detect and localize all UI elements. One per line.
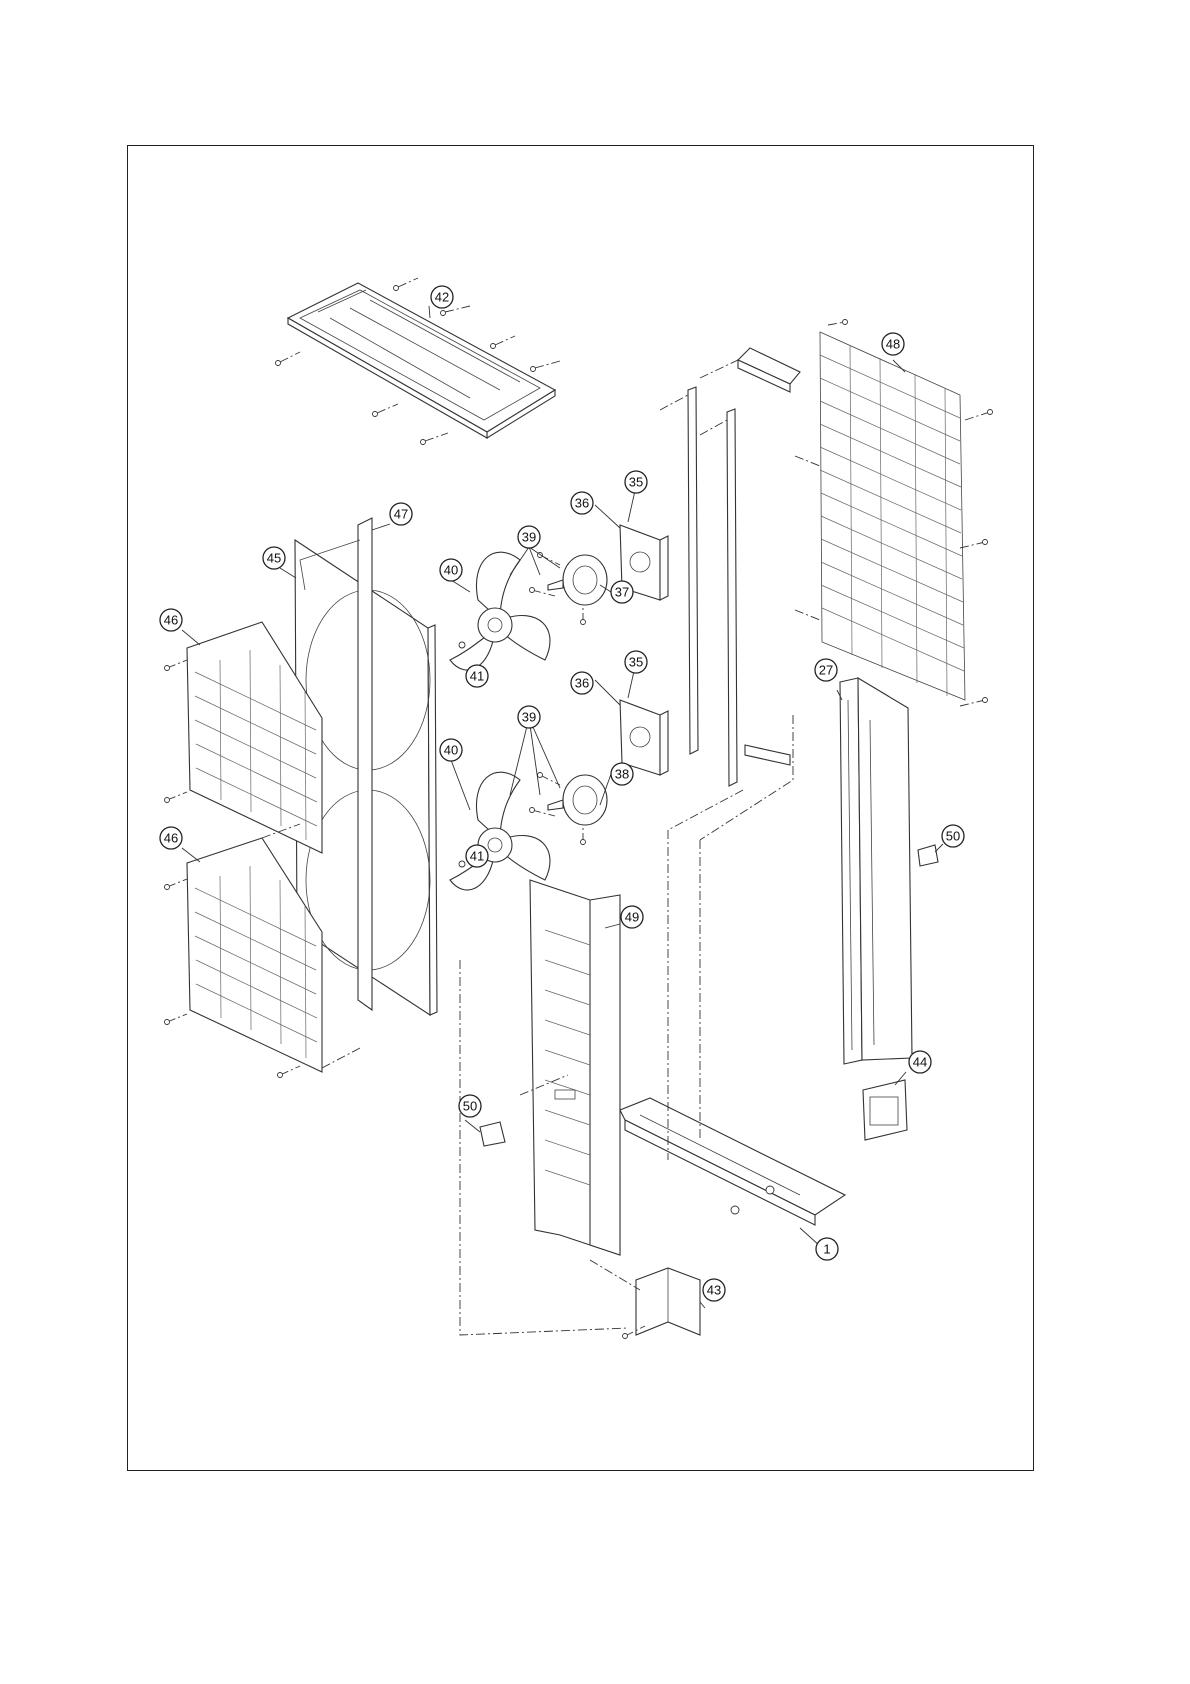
callout-36-upper: 36 bbox=[571, 492, 593, 514]
callout-47: 47 bbox=[390, 503, 412, 525]
svg-text:36: 36 bbox=[575, 496, 589, 511]
svg-text:48: 48 bbox=[886, 337, 900, 352]
fan-motor-upper bbox=[548, 555, 607, 605]
svg-text:35: 35 bbox=[629, 475, 643, 490]
svg-text:50: 50 bbox=[946, 829, 960, 844]
callout-44: 44 bbox=[909, 1051, 931, 1073]
assembly-lines bbox=[460, 715, 793, 1335]
plug-left bbox=[480, 1122, 505, 1146]
svg-text:40: 40 bbox=[444, 743, 458, 758]
top-bracket bbox=[738, 348, 800, 392]
callout-1: 1 bbox=[816, 1238, 838, 1260]
svg-text:44: 44 bbox=[913, 1055, 927, 1070]
svg-text:47: 47 bbox=[394, 507, 408, 522]
callout-39-upper: 39 bbox=[518, 526, 540, 548]
callout-41-upper: 41 bbox=[466, 665, 488, 687]
callout-45: 45 bbox=[263, 547, 285, 569]
svg-text:46: 46 bbox=[164, 831, 178, 846]
fan-motor-lower bbox=[548, 775, 607, 825]
callout-43: 43 bbox=[703, 1279, 725, 1301]
callout-35-lower: 35 bbox=[625, 651, 647, 673]
terminal-cover bbox=[863, 1080, 907, 1140]
svg-text:43: 43 bbox=[707, 1283, 721, 1298]
svg-text:45: 45 bbox=[267, 551, 281, 566]
callout-39-lower: 39 bbox=[518, 706, 540, 728]
top-panel bbox=[288, 283, 555, 438]
callout-41-lower: 41 bbox=[466, 845, 488, 867]
svg-text:37: 37 bbox=[615, 585, 629, 600]
svg-text:49: 49 bbox=[625, 910, 639, 925]
base-pan bbox=[620, 1098, 845, 1225]
svg-text:39: 39 bbox=[522, 530, 536, 545]
svg-text:38: 38 bbox=[615, 767, 629, 782]
callout-50-right: 50 bbox=[942, 825, 964, 847]
callout-27: 27 bbox=[815, 659, 837, 681]
callout-48: 48 bbox=[882, 333, 904, 355]
vertical-rails bbox=[660, 360, 738, 786]
plug-right bbox=[918, 845, 938, 866]
fan-blade-lower bbox=[450, 772, 550, 890]
base-pan-bracket bbox=[745, 745, 790, 765]
callout-46-lower: 46 bbox=[160, 827, 182, 849]
svg-text:50: 50 bbox=[463, 1099, 477, 1114]
svg-text:27: 27 bbox=[819, 663, 833, 678]
svg-text:41: 41 bbox=[470, 849, 484, 864]
callout-40-lower: 40 bbox=[440, 739, 462, 761]
callout-46-upper: 46 bbox=[160, 609, 182, 631]
rear-wire-guard bbox=[820, 332, 965, 700]
callout-40-upper: 40 bbox=[440, 559, 462, 581]
svg-text:41: 41 bbox=[470, 669, 484, 684]
callout-37: 37 bbox=[611, 581, 633, 603]
fan-blade-upper bbox=[450, 552, 550, 670]
svg-text:40: 40 bbox=[444, 563, 458, 578]
svg-text:36: 36 bbox=[575, 676, 589, 691]
callout-35-upper: 35 bbox=[625, 471, 647, 493]
callout-36-lower: 36 bbox=[571, 672, 593, 694]
callout-42: 42 bbox=[431, 286, 453, 308]
svg-text:42: 42 bbox=[435, 290, 449, 305]
corner-cover bbox=[636, 1268, 700, 1335]
callout-49: 49 bbox=[621, 906, 643, 928]
callout-50-left: 50 bbox=[459, 1095, 481, 1117]
rear-guard-screws bbox=[795, 320, 993, 707]
svg-text:39: 39 bbox=[522, 710, 536, 725]
svg-text:35: 35 bbox=[629, 655, 643, 670]
svg-text:1: 1 bbox=[823, 1242, 830, 1257]
callout-38: 38 bbox=[611, 763, 633, 785]
front-side-panel bbox=[530, 880, 620, 1255]
svg-text:46: 46 bbox=[164, 613, 178, 628]
side-panel-right bbox=[840, 678, 912, 1064]
